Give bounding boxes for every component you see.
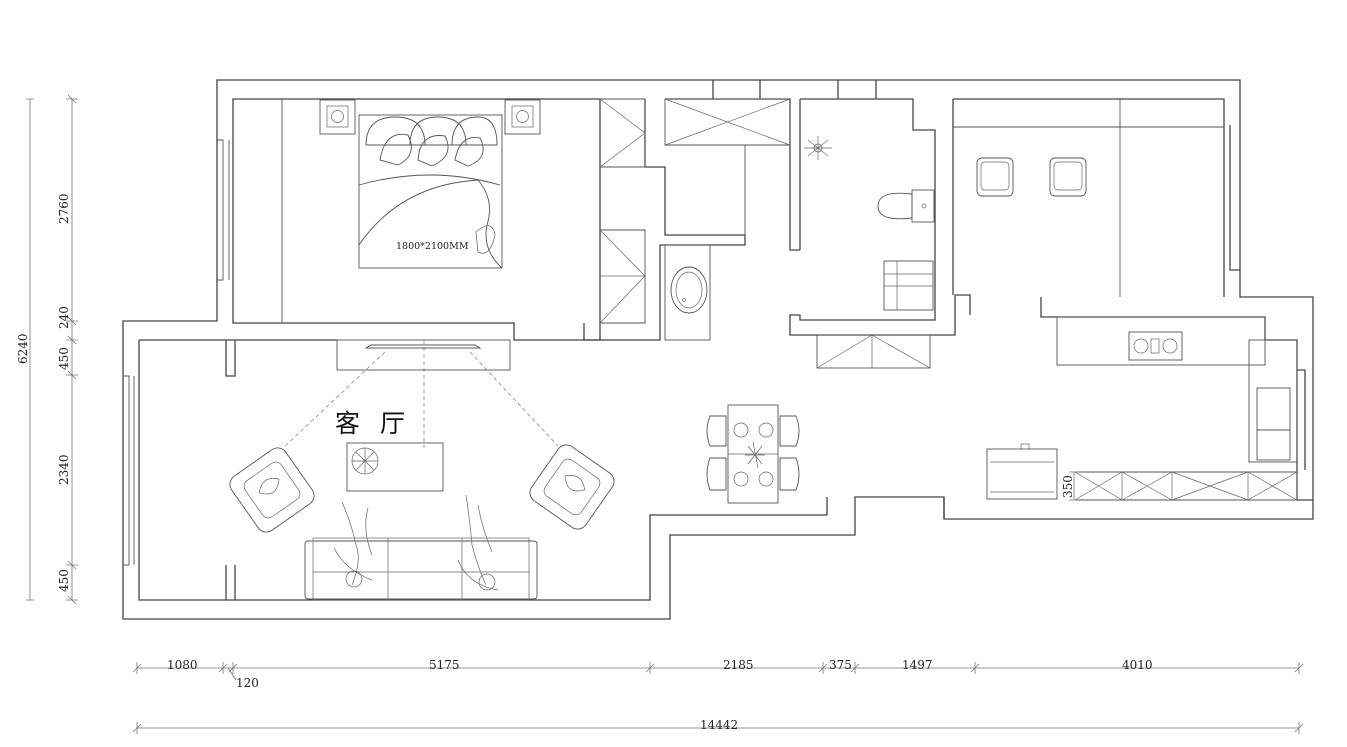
chair-2: [1049, 157, 1087, 197]
armchair-left: [229, 447, 315, 533]
armchair-right: [529, 444, 615, 530]
washbasin: [664, 244, 711, 341]
dining-table: [706, 404, 800, 504]
kitchen-counter: [986, 316, 1298, 501]
dim-left-4: 2340: [57, 454, 71, 485]
dim-bottom-1: 1080: [167, 658, 198, 672]
dim-left-2: 240: [57, 306, 71, 329]
dim-left-1: 2760: [57, 193, 71, 224]
dim-bottom-small: 120: [236, 676, 259, 690]
dim-bottom-4: 375: [829, 658, 852, 672]
wardrobe: [281, 98, 646, 324]
dim-left-3: 450: [57, 347, 71, 370]
toilet: [877, 189, 935, 223]
dim-bottom-5: 1497: [902, 658, 933, 672]
kitchen-dimension: 350: [1061, 471, 1079, 501]
dim-total-width: 14442: [700, 718, 738, 732]
dim-bottom-6: 4010: [1122, 658, 1153, 672]
sofa: [304, 494, 538, 601]
dim-bottom-2: 5175: [429, 658, 460, 672]
washing-machine: [883, 260, 934, 311]
bottom-dimensions: 1080 5175 2185 375 1497 4010 120 14442: [132, 658, 1304, 734]
dim-bottom-3: 2185: [723, 658, 754, 672]
chair-1: [976, 157, 1014, 197]
coffee-table: [346, 442, 444, 492]
tv-cabinet: [283, 339, 559, 448]
left-dimensions: 6240 2760 240 450 2340 450: [16, 94, 78, 605]
bathroom-cabinet: [816, 334, 931, 369]
dim-total-height: 6240: [16, 333, 30, 364]
bed-size-label: 1800*2100MM: [396, 241, 469, 252]
dim-left-5: 450: [57, 569, 71, 592]
dim-kitchen-counter: 350: [1061, 475, 1075, 498]
shower-head: [804, 136, 832, 160]
exterior-walls: [122, 79, 1314, 620]
double-bed: 1800*2100MM: [319, 99, 541, 269]
living-room-label: 客 厅: [335, 409, 411, 438]
closet: [664, 98, 791, 235]
